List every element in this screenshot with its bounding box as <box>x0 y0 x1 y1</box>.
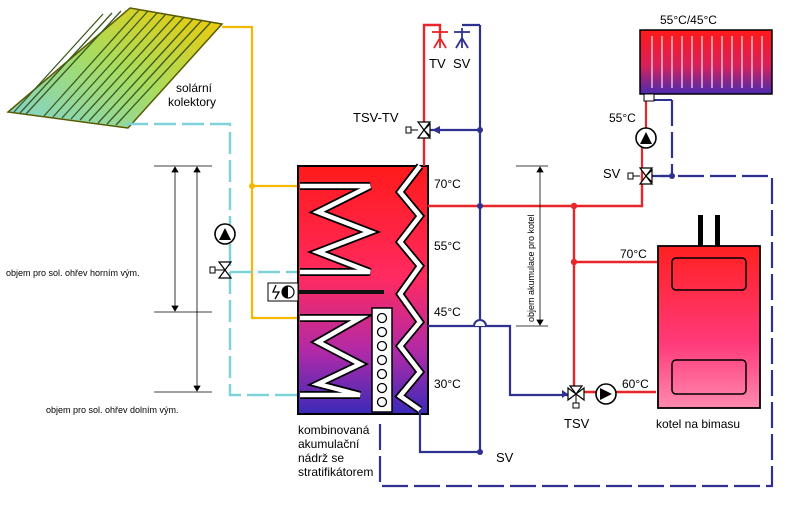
solar-collectors-label-1: solární <box>176 81 213 95</box>
cold-junction-3 <box>477 449 483 455</box>
sv-top-label: SV <box>453 56 471 71</box>
accumulation-dimension <box>516 165 548 327</box>
tank-temp-55: 55°C <box>434 239 461 253</box>
biomass-boiler <box>657 215 761 409</box>
volume-upper-label: objem pro sol. ohřev horním vým. <box>6 268 140 278</box>
hot-junction-1 <box>570 202 578 210</box>
hot-junction-2 <box>570 258 578 266</box>
tsv-label: TSV <box>564 416 590 431</box>
solar-cold-pipe <box>126 122 298 397</box>
heating-pump-temp-label: 55°C <box>609 111 636 125</box>
tank-temp-30: 30°C <box>434 377 461 391</box>
solar-pump-icon <box>214 223 236 245</box>
return-junction <box>669 173 675 179</box>
cold-water-pipes <box>418 23 568 454</box>
tv-label: TV <box>429 56 446 71</box>
cold-tap-icon <box>454 28 470 49</box>
flow-arrow-2 <box>562 390 568 398</box>
tsv-valve-icon <box>567 385 585 409</box>
hot-tap-icon <box>432 28 448 49</box>
sv-right-valve-icon <box>627 167 654 185</box>
tank-label-3: nádrž se <box>298 451 344 465</box>
tank-temp-70: 70°C <box>434 177 461 191</box>
hot-water-pipes <box>422 23 658 394</box>
cold-junction-2 <box>477 203 483 209</box>
electric-heater-icon <box>267 282 384 302</box>
tsv-tv-label: TSV-TV <box>353 110 399 125</box>
radiator-icon <box>639 29 773 102</box>
stratifier-column <box>371 307 393 413</box>
sv-bottom-label: SV <box>496 450 514 465</box>
flow-arrow-1 <box>432 126 440 134</box>
tank-temp-45: 45°C <box>434 305 461 319</box>
boiler-pump-icon <box>595 383 617 405</box>
sv-right-label: SV <box>603 166 621 181</box>
heating-pump-icon <box>635 127 657 149</box>
pipe-crossing <box>473 319 487 327</box>
volume-lower-label: objem pro sol. ohřev dolním vým. <box>46 405 179 415</box>
accumulation-volume-label: objem akumulace pro kotel <box>526 214 536 322</box>
solar-hot-pipe <box>222 25 298 320</box>
cold-junction-1 <box>477 127 483 133</box>
tank-label-2: akumulační <box>298 437 360 451</box>
boiler-return-temp-label: 60°C <box>622 377 649 391</box>
solar-valve-icon <box>209 261 233 279</box>
volume-dimension-lines <box>154 165 212 393</box>
solar-collector <box>6 7 224 129</box>
tank-label-1: kombinovaná <box>298 423 370 437</box>
boiler-label: kotel na bimasu <box>656 417 740 431</box>
heating-return-pipe <box>378 100 774 488</box>
solar-hot-junction <box>249 183 255 189</box>
solar-collectors-label-2: kolektory <box>168 95 216 109</box>
tank-label-4: stratifikátorem <box>298 465 373 479</box>
boiler-flow-temp-label: 70°C <box>620 247 647 261</box>
radiator-temp-label: 55°C/45°C <box>660 13 717 27</box>
tsv-tv-valve-icon <box>405 121 432 139</box>
